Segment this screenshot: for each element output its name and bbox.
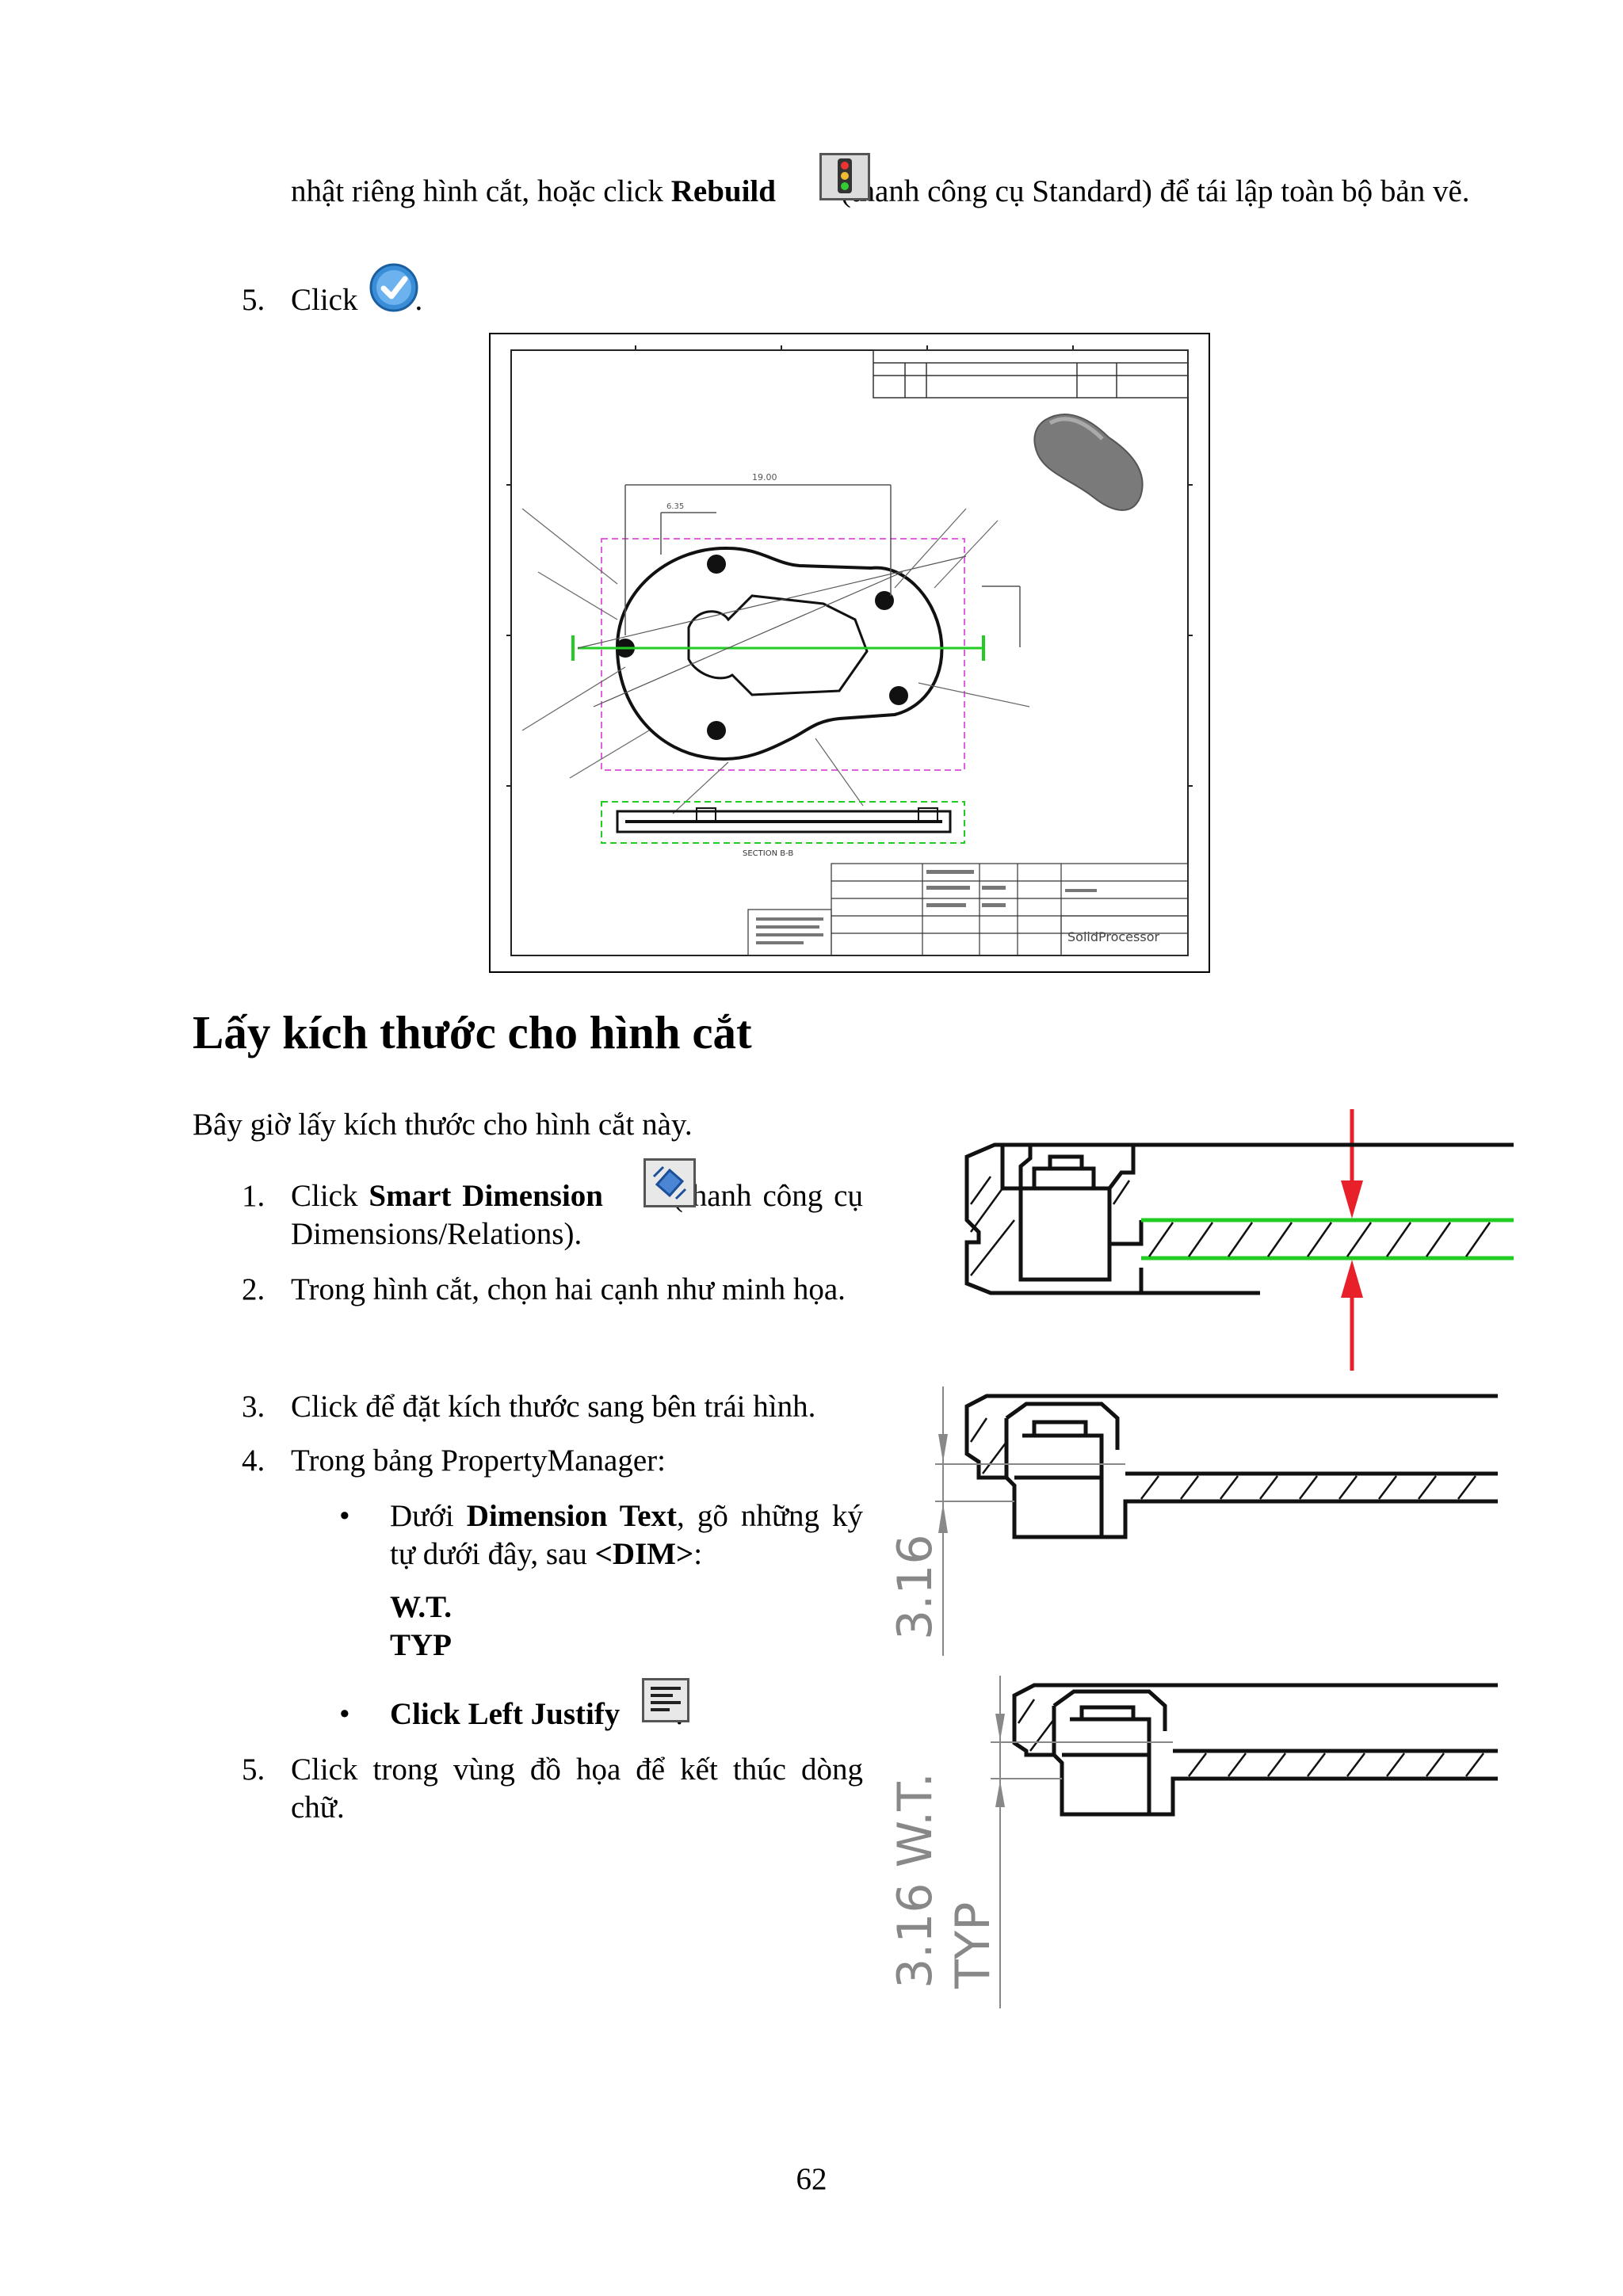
rebuild-label: Rebuild — [670, 174, 776, 208]
step-number: 4. — [242, 1444, 265, 1478]
step-1-post: (thanh công cụ Dimensions/Relations). — [291, 1179, 863, 1251]
step-number: 1. — [242, 1179, 265, 1213]
dimension-value-316-wt: 3.16 W.T. — [888, 1772, 943, 1989]
dimension-value-316: 3.16 — [888, 1534, 943, 1640]
step-number: 5. — [242, 283, 265, 317]
step-5-text: Click trong vùng đồ họa để kết thúc dòng… — [291, 1753, 863, 1825]
rebuild-text-post: (thanh công cụ Standard) để tái lập toàn… — [832, 174, 1470, 208]
bullet-left-justify: Click Left Justify. — [390, 1695, 683, 1733]
dimension-typ: TYP — [945, 1902, 1001, 1989]
dim-tag: <DIM> — [594, 1537, 694, 1571]
step5-click-text: Click. — [291, 281, 422, 319]
paragraph-rebuild: nhật riêng hình cắt, hoặc click Rebuild … — [291, 173, 1510, 211]
section-heading: Lấy kích thước cho hình cắt — [193, 1006, 752, 1058]
drawing-section-label: SECTION B-B — [743, 849, 793, 858]
step-2-text: Trong hình cắt, chọn hai cạnh như minh h… — [291, 1272, 846, 1306]
drawing-sheet-svg: 19.00 6.35 SECTION B-B — [506, 345, 1193, 956]
bullet-1-post: , gõ những ký tự dưới đây, sau — [390, 1499, 864, 1571]
step-1-pre: Click — [291, 1179, 369, 1213]
figure-dimension-text: 3.16 W.T. TYP — [888, 1676, 1514, 2008]
step-number: 3. — [242, 1390, 265, 1424]
left-justify-icon — [642, 1678, 689, 1722]
bullet-dot: • — [339, 1697, 350, 1731]
traffic-light-icon — [819, 153, 870, 200]
dim-text-line-wt: W.T. — [390, 1590, 453, 1624]
figure-dimension: 3.16 — [888, 1386, 1514, 1656]
green-check-icon — [368, 261, 420, 314]
figure-select-edges — [903, 1101, 1514, 1379]
step-number: 2. — [242, 1272, 265, 1306]
bullet-1-pre: Dưới — [390, 1499, 467, 1533]
bullet-dimension-text: Dưới Dimension Text, gõ những ký tự dưới… — [390, 1497, 863, 1573]
step-1-text: Click Smart Dimension (thanh công cụ Dim… — [291, 1177, 863, 1253]
drawing-dim-top2: 6.35 — [666, 502, 684, 511]
drawing-sheet-image: 19.00 6.35 SECTION B-B — [489, 333, 1210, 973]
bullet-dot: • — [339, 1499, 350, 1533]
smart-dimension-icon — [643, 1158, 696, 1207]
click-label: Click — [291, 283, 358, 317]
step-3-text: Click để đặt kích thước sang bên trái hì… — [291, 1390, 816, 1424]
period: . — [414, 283, 423, 317]
drawing-company: SolidProcessor — [1067, 929, 1159, 944]
dimension-text-label: Dimension Text — [466, 1499, 678, 1533]
dim-text-line-typ: TYP — [390, 1628, 452, 1662]
drawing-dim-top: 19.00 — [752, 472, 777, 482]
page-number: 62 — [796, 2162, 827, 2196]
bullet-1-colon: : — [693, 1537, 703, 1571]
step-number: 5. — [242, 1753, 265, 1787]
rebuild-text-pre: nhật riêng hình cắt, hoặc click — [291, 174, 671, 208]
left-justify-label: Click Left Justify — [390, 1697, 621, 1731]
smart-dimension-label: Smart Dimension — [369, 1179, 603, 1213]
step-4-text: Trong bảng PropertyManager: — [291, 1444, 666, 1478]
intro-paragraph: Bây giờ lấy kích thước cho hình cắt này. — [193, 1108, 693, 1142]
